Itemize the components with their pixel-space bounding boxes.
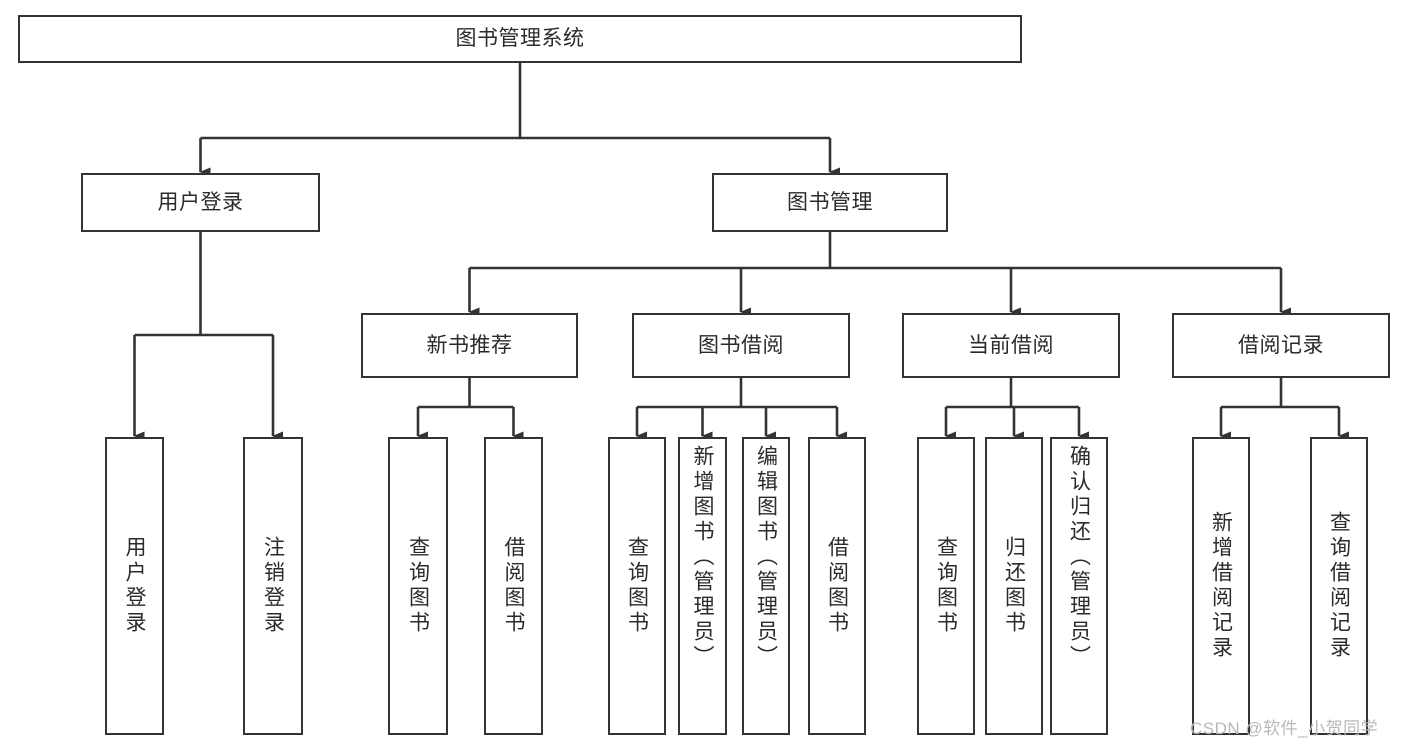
edge-layer [133,63,1349,441]
node-label: 编辑图书（管理员） [754,445,778,670]
node-leaf-add-rec[interactable]: 新增借阅记录 [1192,437,1250,735]
node-label: 图书借阅 [698,333,784,357]
node-leaf-query-3[interactable]: 查询图书 [917,437,975,735]
node-leaf-confirm[interactable]: 确认归还（管理员） [1050,437,1108,735]
node-label: 借阅图书 [502,536,525,636]
node-leaf-logout[interactable]: 注销登录 [243,437,303,735]
node-root[interactable]: 图书管理系统 [18,15,1022,63]
node-label: 新增图书（管理员） [691,445,714,670]
node-leaf-return[interactable]: 归还图书 [985,437,1043,735]
node-borrow-record[interactable]: 借阅记录 [1172,313,1390,378]
node-label: 归还图书 [1002,536,1026,636]
node-leaf-user-login[interactable]: 用户登录 [105,437,164,735]
node-leaf-query-1[interactable]: 查询图书 [388,437,448,735]
node-label: 当前借阅 [968,333,1054,357]
node-leaf-borrow-2[interactable]: 借阅图书 [808,437,866,735]
node-label: 图书管理 [787,190,873,214]
node-label: 查询借阅记录 [1327,511,1351,661]
node-label: 确认归还（管理员） [1067,445,1091,670]
node-label: 借阅记录 [1238,333,1324,357]
node-label: 用户登录 [123,536,146,636]
node-label: 借阅图书 [825,536,849,636]
node-label: 查询图书 [406,536,430,636]
node-label: 新增借阅记录 [1209,511,1233,661]
node-leaf-add-book[interactable]: 新增图书（管理员） [678,437,727,735]
node-label: 查询图书 [625,536,649,636]
node-leaf-borrow-1[interactable]: 借阅图书 [484,437,543,735]
node-user-login[interactable]: 用户登录 [81,173,320,232]
node-leaf-query-rec[interactable]: 查询借阅记录 [1310,437,1368,735]
node-leaf-edit-book[interactable]: 编辑图书（管理员） [742,437,790,735]
node-book-borrow[interactable]: 图书借阅 [632,313,850,378]
node-label: 图书管理系统 [455,27,585,51]
node-label: 查询图书 [934,536,958,636]
node-leaf-query-2[interactable]: 查询图书 [608,437,666,735]
node-current-borrow[interactable]: 当前借阅 [902,313,1120,378]
node-label: 用户登录 [157,190,244,214]
node-new-book-rec[interactable]: 新书推荐 [361,313,578,378]
node-label: 注销登录 [261,536,285,636]
node-book-manage[interactable]: 图书管理 [712,173,948,232]
node-label: 新书推荐 [426,333,513,357]
